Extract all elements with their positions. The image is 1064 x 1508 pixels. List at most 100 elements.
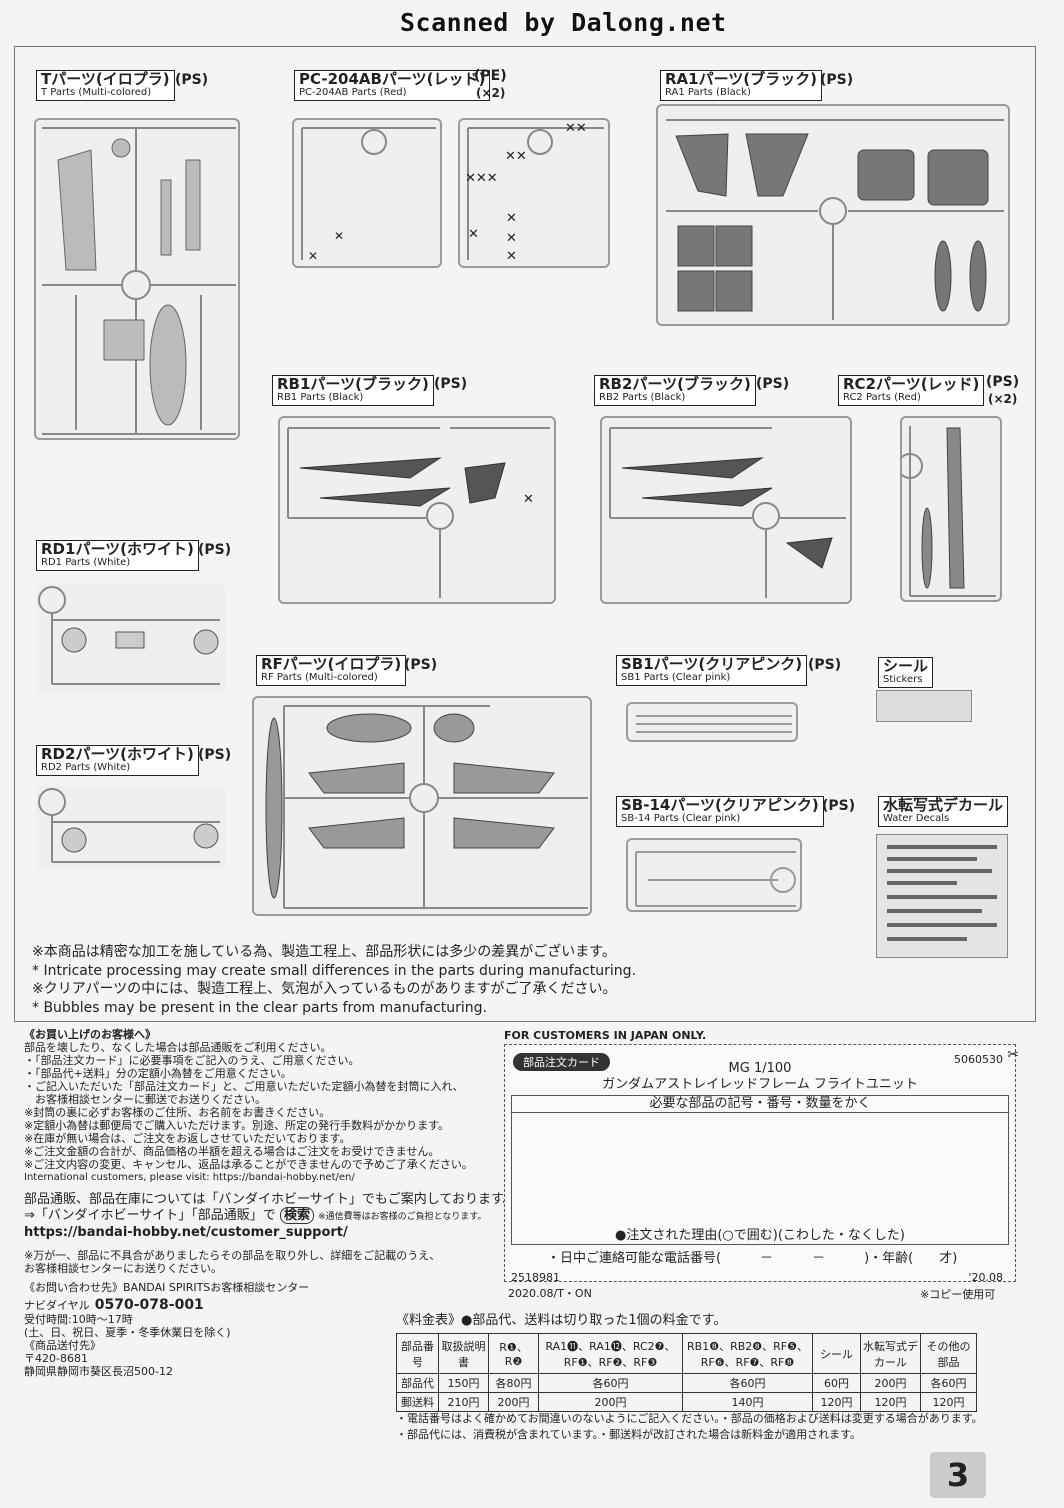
price-cell: 150円 [438,1373,489,1393]
rb2-parts-label: RB2パーツ(ブラック) RB2 Parts (Black) [594,375,756,407]
customer-line: ※ご注文金額の合計が、商品価格の半額を超える場合はご注文をお受けできません。 [24,1145,440,1158]
price-row-postage: 郵送料 210円 200円 200円 140円 120円 120円 120円 [396,1392,977,1412]
contact-heading: 《お問い合わせ先》BANDAI SPIRITSお客様相談センター [24,1281,310,1294]
customer-line: ・ご記入いただいた「部品注文カード」と、ご用意いただいた定額小為替を封筒に入れ、 [24,1080,464,1093]
rc2-parts-subtitle: RC2 Parts (Red) [843,391,921,403]
defect-note-2: お客様相談センターにお送りください。 [24,1262,222,1275]
rd1-parts-title: RD1パーツ(ホワイト) [41,540,194,558]
navi-dial-label: ナビダイヤル [24,1299,90,1312]
order-card-code: 5060530 [954,1053,1003,1066]
japan-only-note: FOR CUSTOMERS IN JAPAN ONLY. [504,1029,707,1042]
price-cell: 200円 [538,1392,683,1412]
price-heading: 《料金表》●部品代、送料は切り取った1個の料金です。 [396,1313,727,1328]
sb1-runner-drawing [636,715,792,733]
note-jp-bubbles: ※クリアパーツの中には、製造工程上、気泡が入っているものがありますがご了承くださ… [32,981,617,997]
parts-frame [14,46,1036,1022]
rf-parts-label: RFパーツ(イロプラ) RF Parts (Multi-colored) [256,655,407,687]
sb1-parts-label: SB1パーツ(クリアピンク) SB1 Parts (Clear pink) [616,655,808,687]
rb1-parts-subtitle: RB1 Parts (Black) [277,391,364,403]
svg-text:✕: ✕ [308,249,318,263]
pc204-parts-multiplier: (×2) [476,86,506,100]
t-parts-label: Tパーツ(イロプラ) T Parts (Multi-colored) [36,70,175,102]
pc204-b-drawing: ✕✕✕✕✕✕✕✕✕✕✕ [465,121,604,264]
header-cell: RB1❽、RB2❽、RF❺、RF❻、RF❼、RF❽ [682,1333,813,1374]
pc204-parts-label: PC-204ABパーツ(レッド) PC-204AB Parts (Red) [294,70,491,102]
rb1-parts-material: (PS) [434,376,468,392]
svg-text:✕✕: ✕✕ [565,121,587,136]
rb1-runner-drawing: ✕ [287,427,550,598]
sb14-parts-material: (PS) [822,798,856,814]
decal-sheet [876,834,1008,958]
defect-note-1: ※万が一、部品に不具合がありましたらその部品を取り外し、詳細をご記載のうえ、 [24,1249,441,1262]
ra1-runner-drawing [666,119,1004,320]
rc2-parts-material: (PS) [986,374,1020,390]
stickers-title: シール [883,657,929,675]
price-table-wrap: 部品番号 取扱説明書 R❶、R❷ RA1⓫、RA1⓬、RC2❼、RF❶、RF❷、… [396,1333,977,1412]
header-cell: 取扱説明書 [438,1333,489,1374]
rb2-parts-material: (PS) [756,376,790,392]
customer-line: ・「部品代+送料」分の定額小為替をご用意ください。 [24,1067,292,1080]
stickers-subtitle: Stickers [883,673,923,685]
price-cell: 120円 [920,1392,977,1412]
ra1-parts-label: RA1パーツ(ブラック) RA1 Parts (Black) [660,70,823,102]
ra1-parts-subtitle: RA1 Parts (Black) [665,86,751,98]
scissors-icon: ✂ [1007,1047,1019,1063]
sb14-parts-runner [626,838,802,912]
ra1-parts-title: RA1パーツ(ブラック) [665,70,818,88]
price-cell: 各60円 [538,1373,683,1393]
search-line-note: ※通信費等はお客様のご負担となります。 [318,1212,487,1222]
sb1-parts-material: (PS) [808,657,842,673]
svg-text:✕: ✕ [506,211,517,226]
price-cell: 200円 [860,1373,921,1393]
customer-support-link[interactable]: https://bandai-hobby.net/customer_suppor… [24,1225,348,1240]
t-parts-material: (PS) [175,72,209,88]
rb2-runner-drawing [609,427,846,598]
decals-title: 水転写式デカール [883,796,1004,814]
price-table: 部品番号 取扱説明書 R❶、R❷ RA1⓫、RA1⓬、RC2❼、RF❶、RF❷、… [396,1333,977,1412]
rd2-parts-label: RD2パーツ(ホワイト) RD2 Parts (White) [36,745,199,777]
rd1-parts-label: RD1パーツ(ホワイト) RD1 Parts (White) [36,540,199,572]
customer-line: ※封筒の裏に必ずお客様のご住所、お名前をお書きください。 [24,1106,331,1119]
order-entry-area[interactable]: 必要な部品の記号・番号・数量をかく ●注文された理由(○で囲む)(こわした・なく… [511,1095,1009,1245]
pc204-a-drawing: ✕✕ [301,127,436,263]
price-cell: 各80円 [488,1373,539,1393]
rf-parts-subtitle: RF Parts (Multi-colored) [261,671,378,683]
rb1-parts-runner: ✕ [278,416,556,604]
search-button[interactable]: 検索 [279,1207,314,1224]
order-entry-instruction: 必要な部品の記号・番号・数量をかく [512,1096,1008,1113]
svg-text:✕: ✕ [468,227,479,242]
international-note: International customers, please visit: h… [24,1172,355,1183]
manufacturing-notes: ※本商品は精密な加工を施している為、製造工程上、部品形状には多少の差異がございま… [32,943,636,1017]
note-jp-precision: ※本商品は精密な加工を施している為、製造工程上、部品形状には多少の差異がございま… [32,944,616,960]
svg-text:✕: ✕ [334,229,344,243]
t-parts-title: Tパーツ(イロプラ) [41,70,170,88]
price-cell: 200円 [488,1392,539,1412]
customer-heading: 《お買い上げのお客様へ》 [24,1028,156,1041]
search-line-text: ⇒「バンダイホビーサイト」「部品通販」で [24,1208,276,1223]
customer-line: 部品を壊したり、なくした場合は部品通販をご利用ください。 [24,1041,332,1054]
rc2-parts-title: RC2パーツ(レッド) [843,375,980,393]
price-footnote-2: ・部品代には、消費税が含まれています。・郵送料が改訂された場合は新料金が適用され… [396,1428,861,1441]
header-cell: R❶、R❷ [488,1333,539,1374]
price-cell: 各60円 [920,1373,977,1393]
order-card-badge: 部品注文カード [513,1053,610,1071]
price-cell: 部品代 [396,1373,439,1393]
price-cell: 郵送料 [396,1392,439,1412]
sb14-parts-title: SB-14パーツ(クリアピンク) [621,796,819,814]
rc2-parts-label: RC2パーツ(レッド) RC2 Parts (Red) [838,375,985,407]
price-cell: 各60円 [682,1373,813,1393]
order-card[interactable]: 部品注文カード 5060530 MG 1/100 ガンダムアストレイレッドフレー… [504,1044,1019,1284]
sb1-parts-title: SB1パーツ(クリアピンク) [621,655,803,673]
price-table-header: 部品番号 取扱説明書 R❶、R❷ RA1⓫、RA1⓬、RC2❼、RF❶、RF❷、… [396,1333,977,1374]
rd2-parts-title: RD2パーツ(ホワイト) [41,745,194,763]
t-parts-subtitle: T Parts (Multi-colored) [41,86,152,98]
hobby-site-note: 部品通販、部品在庫については「バンダイホビーサイト」でもご案内しております。 [24,1192,516,1207]
sb1-parts-subtitle: SB1 Parts (Clear pink) [621,671,731,683]
rf-parts-title: RFパーツ(イロプラ) [261,655,402,673]
rf-parts-material: (PS) [404,657,438,673]
copy-allowed-note: ※コピー使用可 [920,1288,996,1301]
header-cell: シール [812,1333,861,1374]
price-row-parts: 部品代 150円 各80円 各60円 各60円 60円 200円 各60円 [396,1373,977,1393]
pc204-runner-b: ✕✕✕✕✕✕✕✕✕✕✕ [458,118,610,268]
address: 静岡県静岡市葵区長沼500-12 [24,1365,173,1378]
